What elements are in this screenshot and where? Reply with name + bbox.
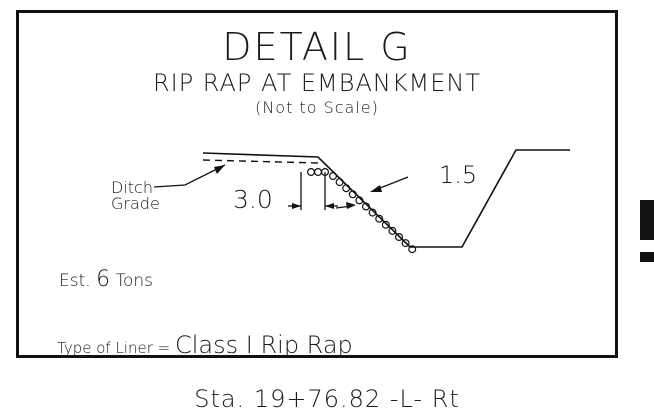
rip-rap-stone	[401, 239, 410, 248]
tonnage-estimate: Est. 6 Tons	[59, 267, 153, 292]
rip-rap-stones	[307, 168, 417, 254]
detail-title: DETAIL G	[222, 25, 412, 69]
liner-value: Class I Rip Rap	[175, 331, 353, 359]
estimate-quantity: 6	[96, 267, 111, 292]
estimate-prefix: Est.	[59, 271, 91, 291]
ditch-grade-arrowhead	[214, 165, 225, 174]
rip-rap-stone	[355, 196, 364, 205]
edge-mark-dot	[640, 252, 654, 262]
rip-rap-stone	[375, 214, 384, 223]
rip-rap-stone	[388, 226, 397, 235]
ditch-grade-label-line1: Ditch	[111, 178, 153, 197]
rip-rap-stone	[335, 178, 344, 187]
rip-rap-stone	[395, 233, 404, 242]
rip-rap-stone	[307, 168, 316, 177]
edge-mark-bar	[640, 200, 654, 240]
detail-subtitle: RIP RAP AT EMBANKMENT	[152, 69, 482, 97]
ditch-grade-dashed-line	[202, 159, 319, 164]
ground-profile-line	[202, 149, 570, 248]
detail-frame: DETAIL G RIP RAP AT EMBANKMENT (Not to S…	[16, 10, 618, 359]
rip-rap-stone	[368, 208, 377, 217]
rip-rap-stone	[408, 245, 417, 254]
rip-rap-stone	[348, 190, 357, 199]
rip-rap-stone	[362, 202, 371, 211]
slope-thickness-dimension: 1.5	[439, 161, 478, 189]
estimate-unit: Tons	[115, 271, 154, 291]
dimension-arrow-right	[325, 203, 334, 209]
dimension-arrow-left	[292, 203, 301, 209]
slope-leader-lower-arrowhead	[346, 202, 356, 209]
ditch-grade-label-line2: Grade	[111, 194, 160, 213]
liner-type: Type of Liner = Class I Rip Rap	[57, 331, 353, 359]
rip-rap-stone	[329, 172, 338, 181]
liner-label: Type of Liner =	[57, 339, 171, 357]
rip-rap-stone	[314, 168, 323, 177]
rip-rap-stone	[381, 220, 390, 229]
rip-rap-stone	[342, 184, 351, 193]
slope-leader-arrowhead	[370, 185, 382, 192]
ditch-grade-leader	[153, 164, 226, 188]
station-label: Sta. 19+76.82 -L- Rt	[194, 385, 460, 413]
scale-note: (Not to Scale)	[255, 98, 379, 117]
bottom-width-dimension: 3.0	[233, 185, 273, 214]
